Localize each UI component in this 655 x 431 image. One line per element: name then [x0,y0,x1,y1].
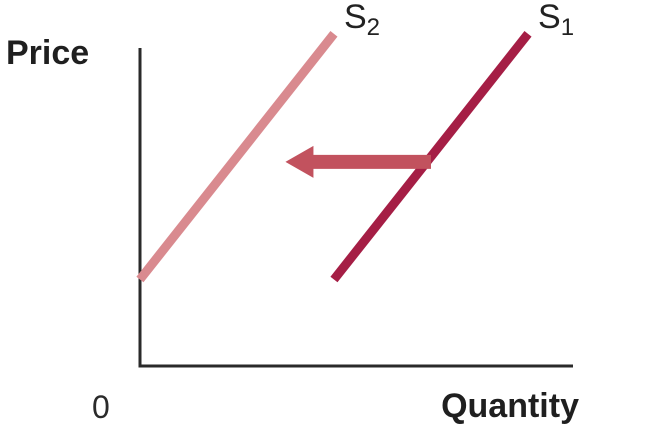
supply-curve-s1-label: S1 [538,0,574,41]
supply-curve-s2-label: S2 [344,0,380,41]
x-axis-label: Quantity [441,387,579,425]
supply-curve-s1-label-main: S [538,0,561,36]
supply-curve-s2 [136,31,338,283]
supply-curve-s1-label-sub: 1 [561,14,574,41]
y-axis-label: Price [6,34,89,72]
supply-curve-s2-label-sub: 2 [367,14,380,41]
origin-label: 0 [92,389,110,425]
shift-arrow-head [285,145,314,178]
supply-curve-s2-label-main: S [344,0,367,36]
